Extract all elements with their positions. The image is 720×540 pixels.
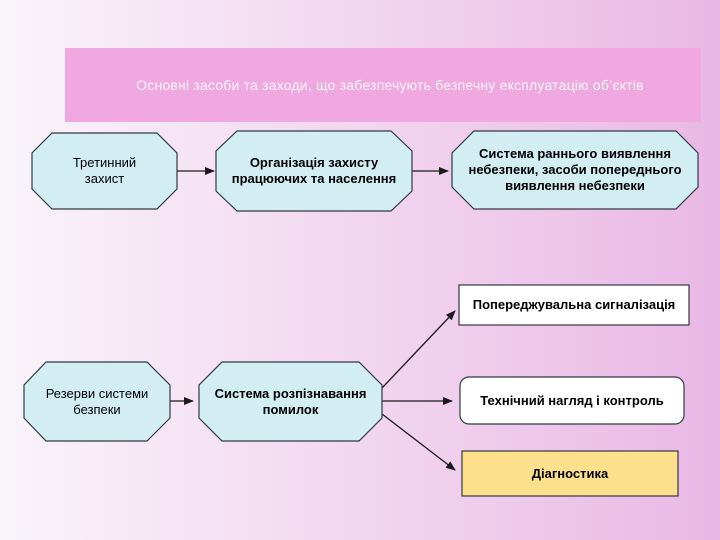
node-org-protection: Організація захисту працюючих та населен… (216, 131, 412, 211)
title-box: Основні засоби та заходи, що забезпечуют… (65, 48, 701, 122)
node-org-protection-label: Організація захисту працюючих та населен… (231, 155, 397, 186)
node-warning-signal-shape (458, 284, 690, 326)
node-diagnostics: Діагностика (462, 451, 678, 496)
node-reserves-label: Резерви системи безпеки (45, 385, 149, 417)
node-tertiary-shape (31, 132, 178, 210)
node-error-recognition-shape (198, 361, 383, 442)
node-diagnostics-label: Діагностика (531, 465, 609, 481)
node-diagnostics-shape (461, 450, 679, 497)
diagram-title: Основні засоби та заходи, що забезпечуют… (136, 77, 644, 93)
node-tertiary: Третинний захист (32, 133, 177, 209)
arrow-errors-to-warning (381, 310, 456, 389)
node-error-recognition-label: Система розпізнавання помилок (214, 385, 367, 417)
node-reserves-shape (23, 361, 171, 442)
node-error-recognition: Система розпізнавання помилок (199, 362, 382, 441)
node-early-detection-shape (451, 130, 699, 210)
node-warning-signal-label: Попереджувальна сигналізація (472, 297, 676, 312)
node-supervision-shape (459, 376, 685, 425)
node-supervision: Технічний нагляд і контроль (460, 377, 684, 424)
node-early-detection-label: Система раннього виявлення небезпеки, за… (468, 146, 682, 193)
node-supervision-label: Технічний нагляд і контроль (480, 392, 664, 408)
node-warning-signal: Попереджувальна сигналізація (459, 285, 689, 325)
node-early-detection: Система раннього виявлення небезпеки, за… (452, 131, 698, 209)
arrow-errors-to-diagnostics (381, 413, 456, 471)
node-tertiary-label: Третинний захист (72, 155, 137, 186)
node-reserves: Резерви системи безпеки (24, 362, 170, 441)
node-org-protection-shape (215, 130, 413, 212)
